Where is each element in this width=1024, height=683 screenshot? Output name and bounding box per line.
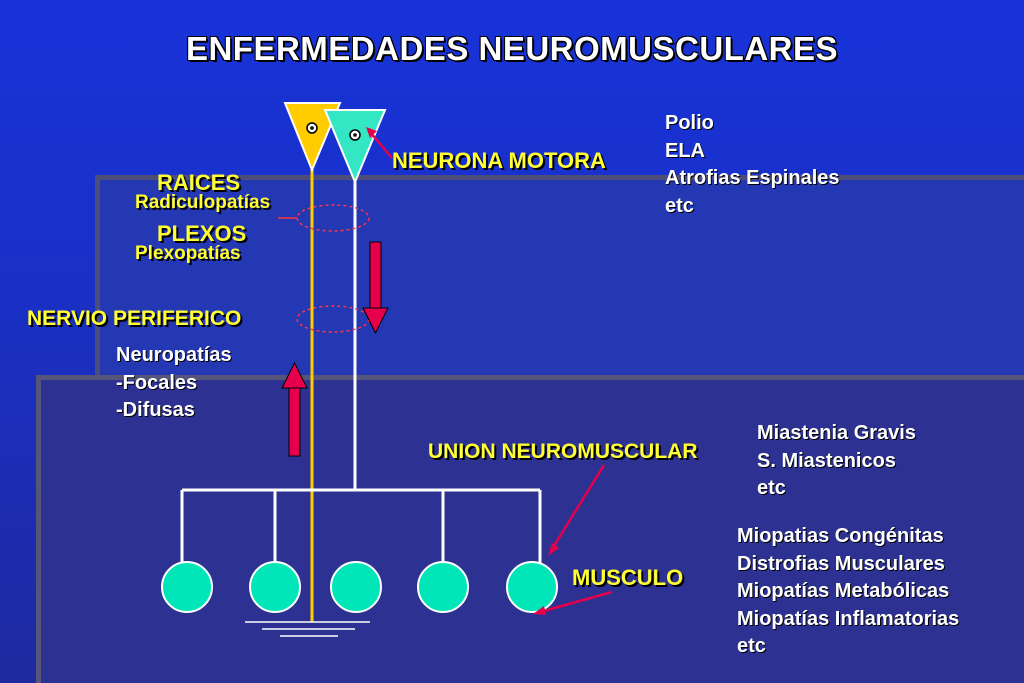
label-neurona-motora: NEURONA MOTORA [392,148,606,173]
arrow-up-icon [281,361,308,457]
list-neurona: Polio ELA Atrofias Espinales etc [665,110,840,220]
muscle-fiber-1 [161,561,213,613]
musculo-pointer-arrow [539,590,613,614]
list-item: Atrofias Espinales [665,167,840,189]
muscle-fiber-2 [249,561,301,613]
list-item: Neuropatías [116,344,232,366]
label-radiculopatias: Radiculopatías [135,192,271,213]
page-title: ENFERMEDADES NEUROMUSCULARES [185,30,839,67]
label-nervio-periferico: NERVIO PERIFERICO [27,307,242,330]
list-item: Miopatías Inflamatorias [737,607,960,630]
union-pointer-arrow [550,464,606,550]
list-neuropatias: Neuropatías -Focales -Difusas [116,342,232,425]
raices-ellipse [296,204,370,232]
background-panel-lower [36,375,1024,683]
label-union-neuromuscular: UNION NEUROMUSCULAR [428,440,698,463]
list-item: Polio [665,112,714,134]
label-raices: RAICES [157,170,241,195]
list-item: etc [757,477,786,499]
list-item: Miopatías Metabólicas [737,580,950,602]
label-plexos: PLEXOS [157,221,247,246]
label-musculo: MUSCULO [572,565,684,590]
neuron-pointer-arrow [369,131,393,159]
muscle-fiber-4 [417,561,469,613]
muscle-fiber-3 [330,561,382,613]
list-item: -Focales [116,371,198,394]
ground-symbol [245,621,370,637]
list-item: Distrofias Musculares [737,552,945,575]
label-plexopatias: Plexopatías [135,243,241,264]
nervio-ellipse [296,305,370,333]
list-union: Miastenia Gravis S. Miastenicos etc [757,420,916,503]
neuron-body-orange [283,102,342,173]
list-item: Miastenia Gravis [757,422,916,444]
arrow-down-icon [362,241,389,335]
list-item: S. Miastenicos [757,449,896,472]
muscle-fiber-5 [506,561,558,613]
neuron-body-cyan [323,109,387,185]
list-musculo: Miopatias Congénitas Distrofias Muscular… [737,523,959,661]
list-item: etc [737,635,766,657]
list-item: -Difusas [116,399,195,421]
list-item: Miopatias Congénitas [737,525,944,547]
list-item: etc [665,194,694,217]
list-item: ELA [665,139,705,162]
